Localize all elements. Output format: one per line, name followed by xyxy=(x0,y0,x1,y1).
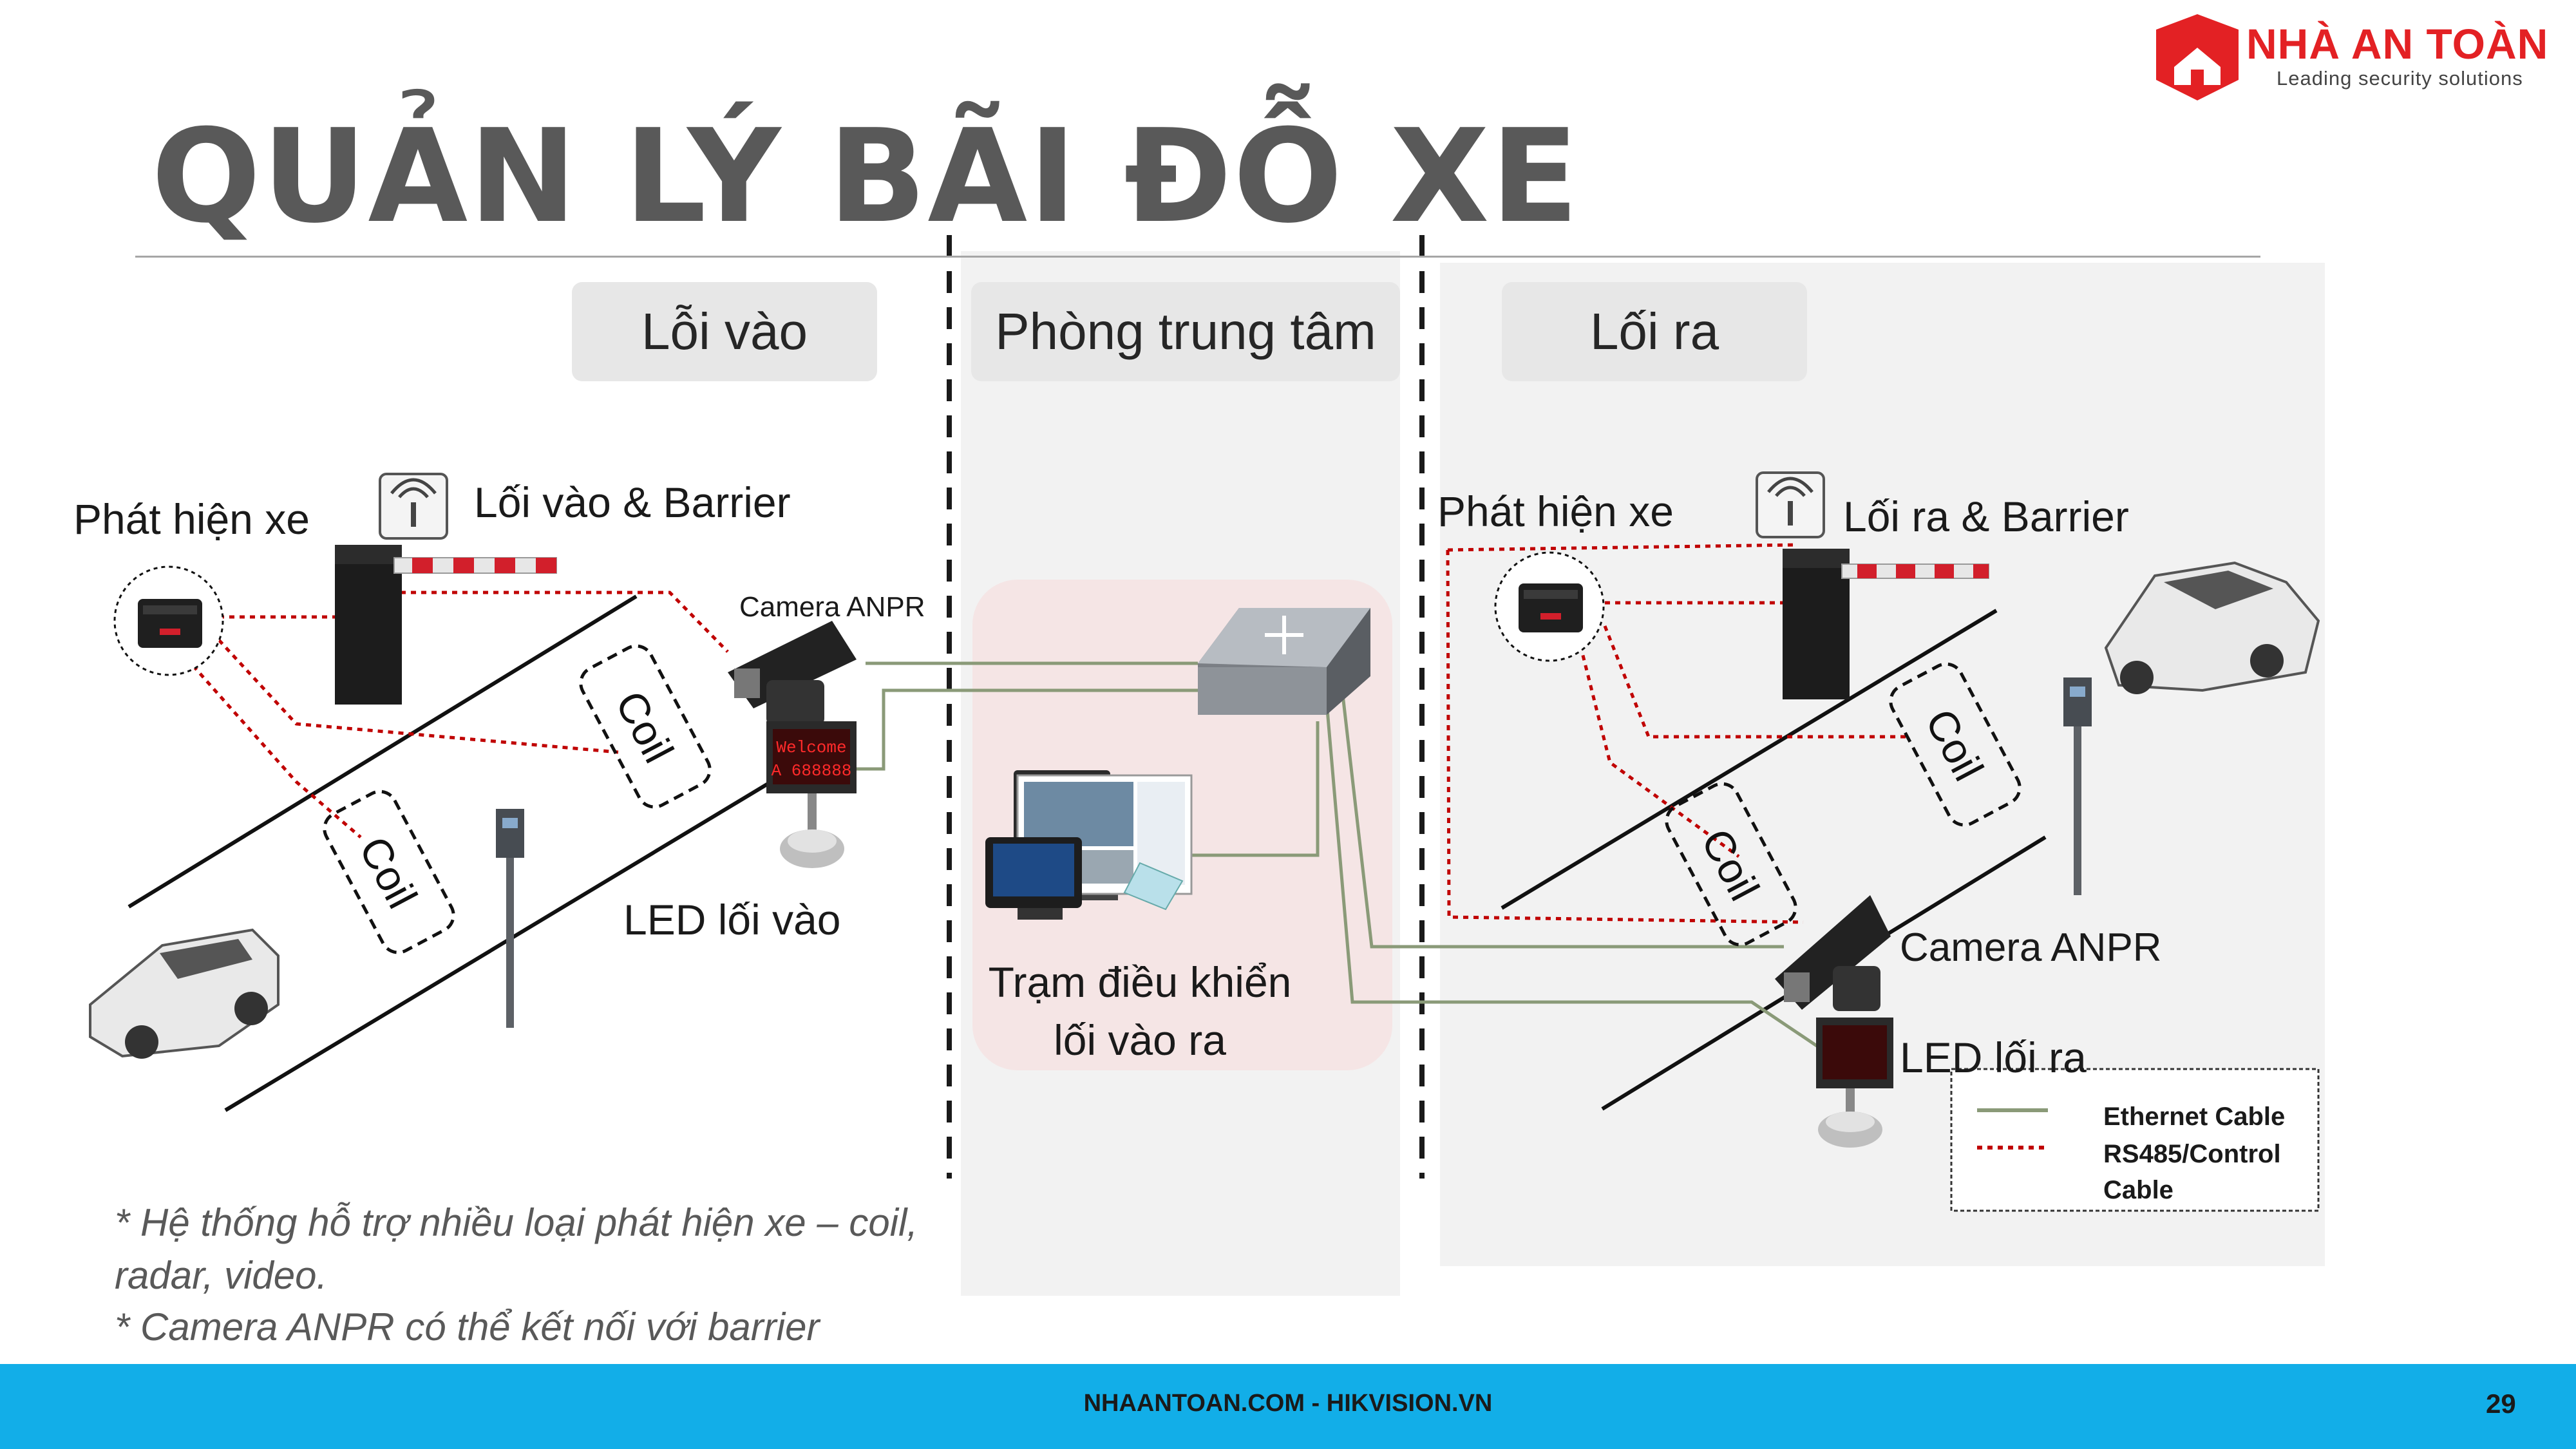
entry-camera-label: Camera ANPR xyxy=(739,591,925,623)
brand-name: NHÀ AN TOÀN xyxy=(2246,20,2549,68)
coil-entry-1: Coil xyxy=(579,644,712,809)
svg-text:Coil: Coil xyxy=(1692,821,1769,908)
zone-exit-label: Lối ra xyxy=(1502,282,1807,381)
network-switch-icon xyxy=(1198,608,1370,715)
exit-led-label: LED lối ra xyxy=(1900,1034,2087,1081)
svg-text:Coil: Coil xyxy=(607,683,683,770)
led-display-exit-icon xyxy=(1816,1018,1893,1148)
led-display-entry-icon: Welcome A 688888 xyxy=(766,721,857,868)
anpr-camera-exit-icon xyxy=(1775,895,1891,1011)
note-2: * Camera ANPR có thể kết nối với barrier xyxy=(115,1305,820,1349)
rs485-cables-entry xyxy=(192,591,729,838)
ticket-pedestal-exit-icon xyxy=(2063,677,2092,895)
entry-barrier-label: Lối vào & Barrier xyxy=(474,478,791,526)
led-display-entry-line2: A 688888 xyxy=(772,761,852,781)
zone-entry-label: Lỗi vào xyxy=(572,282,877,381)
vehicle-detector-exit-icon xyxy=(1494,551,1605,662)
exit-camera-label: Camera ANPR xyxy=(1900,925,2162,970)
entry-road-edge-top xyxy=(128,594,638,909)
coil-exit-2: Coil xyxy=(1665,782,1797,947)
radar-exit-icon xyxy=(1756,471,1825,538)
zone-center-label: Phòng trung tâm xyxy=(971,282,1400,381)
coil-exit-1: Coil xyxy=(1889,662,2022,827)
ticket-pedestal-entry-icon xyxy=(496,809,524,1028)
entry-led-label: LED lối vào xyxy=(623,896,841,943)
exit-vehicle-detection-label: Phát hiện xe xyxy=(1437,488,1674,535)
page-number: 29 xyxy=(2486,1388,2516,1419)
brand-logo-icon xyxy=(2156,14,2239,100)
led-display-entry-line1: Welcome xyxy=(776,738,846,757)
brand-tagline: Leading security solutions xyxy=(2277,67,2523,90)
car-exit-icon xyxy=(2104,561,2320,694)
legend-ethernet-label: Ethernet Cable xyxy=(2103,1103,2286,1131)
legend-rs485-label: RS485/Control Cable xyxy=(2103,1140,2281,1204)
car-entry-icon xyxy=(89,928,279,1059)
exit-road-edge-top xyxy=(1501,609,1998,910)
svg-text:Coil: Coil xyxy=(1917,701,1993,788)
footer-bar xyxy=(0,1364,2576,1449)
vehicle-detector-entry-icon xyxy=(113,565,224,676)
workstation-label: Trạm điều khiển lối vào ra xyxy=(988,958,1292,1064)
radar-entry-icon xyxy=(379,473,448,540)
title-underline xyxy=(135,256,2260,258)
anpr-camera-entry-icon xyxy=(728,621,857,725)
entry-vehicle-detection-label: Phát hiện xe xyxy=(73,495,310,543)
note-1: * Hệ thống hỗ trợ nhiều loại phát hiện x… xyxy=(115,1201,918,1297)
workstation-icon xyxy=(985,770,1193,920)
barrier-entry-icon xyxy=(335,545,557,705)
footer-text: NHAANTOAN.COM - HIKVISION.VN xyxy=(1083,1390,1493,1417)
svg-text:Coil: Coil xyxy=(350,829,427,916)
rs485-cables-exit xyxy=(1446,543,1906,924)
barrier-exit-icon xyxy=(1783,549,1989,699)
ethernet-cables xyxy=(857,661,1824,1052)
coil-entry-2: Coil xyxy=(323,790,455,954)
exit-barrier-label: Lối ra & Barrier xyxy=(1843,493,2129,540)
page-title: QUẢN LÝ BÃI ĐỖ XE xyxy=(151,102,1580,252)
legend-box xyxy=(1950,1068,2320,1212)
